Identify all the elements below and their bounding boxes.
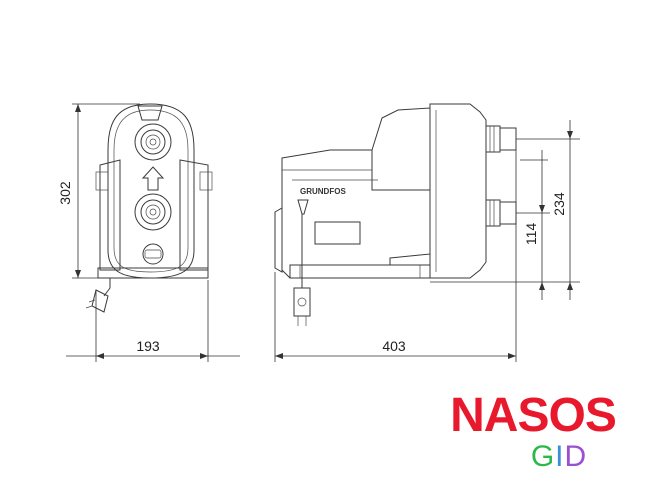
nasos-gid-logo: NASOS GID [438,392,628,474]
dim-114-label: 114 [523,223,539,246]
dim-302-label: 302 [57,181,73,205]
dimension-114: 114 [516,150,550,300]
logo-letter-i: I [555,440,565,473]
side-view [274,103,517,326]
front-view [85,103,213,313]
dimension-403: 403 [274,150,517,362]
logo-sub-text: GID [490,440,628,474]
dimension-193: 193 [66,280,240,362]
logo-letter-g: G [530,440,556,473]
logo-letter-d: D [564,440,588,473]
dimension-302: 302 [57,103,140,279]
dimension-234: 234 [430,120,580,300]
dim-193-label: 193 [136,338,160,354]
logo-main-text: NASOS [450,389,617,442]
dim-234-label: 234 [551,192,567,216]
pump-brand-text: GRUNDFOS [300,187,346,196]
dim-403-label: 403 [382,338,406,354]
